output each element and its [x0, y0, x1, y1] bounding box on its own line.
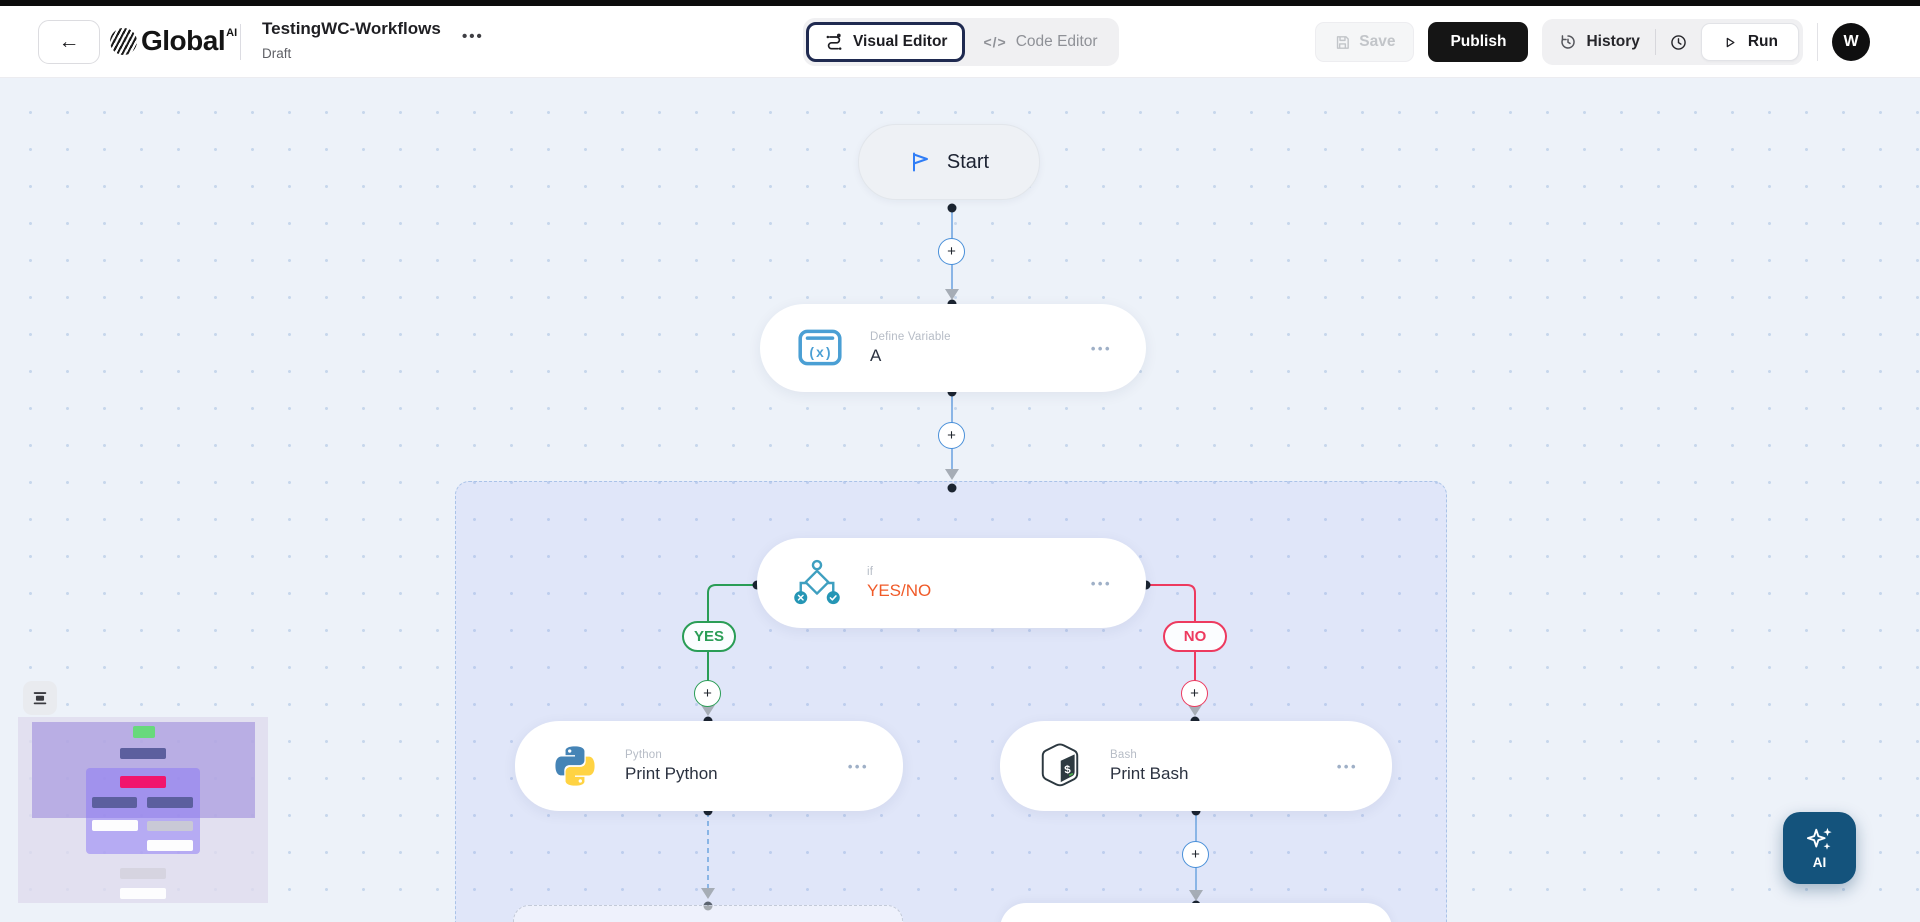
minimap-node-start: [133, 726, 155, 738]
history-button[interactable]: History: [1546, 25, 1652, 59]
plus-icon: +: [947, 243, 956, 260]
save-floppy-icon: [1337, 35, 1350, 49]
add-step-button[interactable]: +: [1182, 841, 1209, 868]
add-step-button[interactable]: +: [938, 238, 965, 265]
branch-yes-label: YES: [682, 621, 736, 652]
header-actions: Save Publish History Run: [1315, 18, 1870, 66]
brand-sup: AI: [226, 27, 238, 39]
minimap-node: [120, 868, 166, 879]
avatar-initial: W: [1843, 33, 1859, 50]
publish-label: Publish: [1450, 33, 1507, 50]
if-condition-icon: [791, 557, 843, 609]
node-more-icon[interactable]: •••: [847, 758, 869, 774]
auto-layout-button[interactable]: [23, 681, 57, 715]
start-label: Start: [946, 150, 990, 173]
node-name-label: Print Python: [625, 763, 718, 783]
node-more-icon[interactable]: •••: [1090, 340, 1112, 356]
divider: [1817, 23, 1818, 61]
align-layout-icon: [33, 692, 47, 705]
node-python[interactable]: Python Print Python •••: [515, 721, 903, 811]
code-icon: </>: [983, 34, 1007, 50]
ai-label: AI: [1812, 855, 1827, 870]
history-label: History: [1586, 33, 1640, 50]
minimap-node-python: [92, 797, 137, 808]
workflow-canvas[interactable]: Start + + + + + (x) Define Variable A ••…: [0, 78, 1920, 922]
node-define-variable[interactable]: (x) Define Variable A •••: [760, 304, 1146, 392]
back-arrow-icon: ←: [58, 30, 80, 53]
node-bash[interactable]: $ Bash Print Bash •••: [1000, 721, 1392, 811]
save-button[interactable]: Save: [1315, 22, 1415, 62]
play-icon: [1726, 37, 1735, 47]
minimap-node: [120, 888, 166, 899]
node-type-label: Python: [625, 748, 663, 761]
save-label: Save: [1359, 33, 1396, 50]
add-step-yes-button[interactable]: +: [694, 680, 721, 707]
history-icon: [1561, 35, 1576, 49]
node-placeholder: [513, 905, 903, 922]
node-name-label: YES/NO: [867, 580, 932, 600]
workflow-title: TestingWC-Workflows: [262, 19, 441, 38]
tab-code-editor-label: Code Editor: [1015, 33, 1098, 50]
if-group-region: [455, 481, 1447, 922]
node-more-icon[interactable]: •••: [1336, 758, 1358, 774]
tab-code-editor[interactable]: </> Code Editor: [965, 23, 1115, 61]
run-tools-group: History Run: [1542, 19, 1803, 65]
divider: [1654, 29, 1656, 55]
node-name-label: A: [870, 345, 882, 365]
minimap-node: [147, 821, 193, 831]
schedule-button[interactable]: [1658, 25, 1699, 60]
svg-text:$: $: [1064, 765, 1072, 778]
add-step-button[interactable]: +: [938, 422, 965, 449]
workflow-more-icon[interactable]: •••: [462, 28, 484, 45]
svg-text:(x): (x): [808, 347, 832, 362]
tab-visual-editor-label: Visual Editor: [853, 33, 948, 50]
bash-logo-icon: $: [1034, 740, 1086, 792]
node-type-label: if: [867, 565, 874, 578]
user-avatar[interactable]: W: [1832, 23, 1870, 61]
plus-icon: +: [947, 427, 956, 444]
node-more-icon[interactable]: •••: [1090, 575, 1112, 591]
minimap-node: [92, 820, 138, 831]
workflow-status-badge: Draft: [262, 46, 292, 61]
window-top-edge: [0, 0, 1920, 6]
plus-icon: +: [703, 685, 712, 702]
start-flag-icon: [912, 152, 928, 172]
node-type-label: Bash: [1110, 748, 1138, 761]
node-if[interactable]: if YES/NO •••: [757, 538, 1146, 628]
minimap-node-define-variable: [120, 748, 166, 759]
sparkles-icon: [1806, 827, 1832, 850]
minimap-node: [147, 840, 193, 851]
python-logo-icon: [549, 740, 601, 792]
workflow-route-icon: [826, 33, 842, 50]
ai-assistant-button[interactable]: AI: [1783, 812, 1856, 884]
tab-visual-editor[interactable]: Visual Editor: [806, 22, 966, 62]
publish-button[interactable]: Publish: [1428, 22, 1529, 62]
minimap[interactable]: [18, 717, 268, 903]
back-button[interactable]: ←: [38, 20, 100, 64]
clock-icon: [1671, 34, 1686, 50]
plus-icon: +: [1190, 685, 1199, 702]
node-type-label: Define Variable: [870, 330, 951, 343]
editor-mode-switch: Visual Editor </> Code Editor: [803, 18, 1119, 66]
run-button[interactable]: Run: [1700, 23, 1799, 61]
divider: [240, 24, 241, 60]
brand-name: Global: [141, 25, 226, 56]
define-variable-icon: (x): [794, 322, 846, 374]
node-name-label: Print Bash: [1110, 763, 1189, 783]
node-next-partial[interactable]: [1000, 903, 1392, 922]
brand-logo: Global AI: [110, 19, 237, 63]
branch-no-label: NO: [1163, 621, 1227, 652]
minimap-node-if: [120, 776, 166, 788]
brand-sphere-icon: [110, 28, 137, 55]
minimap-node-bash: [147, 797, 193, 808]
node-start[interactable]: Start: [858, 124, 1040, 200]
plus-icon: +: [1191, 846, 1200, 863]
run-label: Run: [1747, 33, 1778, 50]
top-bar: ← Global AI TestingWC-Workflows Draft ••…: [0, 6, 1920, 78]
add-step-no-button[interactable]: +: [1181, 680, 1208, 707]
